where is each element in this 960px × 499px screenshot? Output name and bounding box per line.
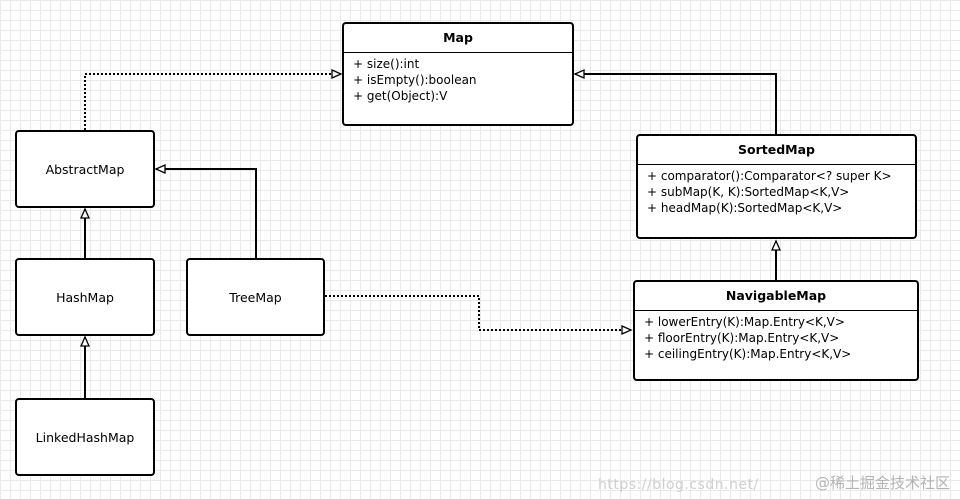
treemap-class-box: TreeMap [186, 258, 325, 336]
sortedmap-method: + headMap(K):SortedMap<K,V> [647, 201, 843, 215]
map-class-box: Map + size():int + isEmpty():boolean + g… [342, 22, 574, 126]
map-method: + size():int [353, 57, 420, 71]
sortedmap-class-title: SortedMap [638, 136, 915, 165]
abstractmap-class-title: AbstractMap [45, 161, 125, 177]
map-method: + get(Object):V [353, 89, 448, 103]
navigablemap-class-title: NavigableMap [635, 282, 917, 311]
hashmap-class-title: HashMap [56, 289, 114, 305]
abstractmap-class-box: AbstractMap [15, 130, 155, 208]
linkedhashmap-class-title: LinkedHashMap [35, 429, 135, 445]
map-class-title: Map [344, 24, 572, 53]
sortedmap-method-list: + comparator():Comparator<? super K> + s… [638, 165, 915, 216]
navigablemap-class-box: NavigableMap + lowerEntry(K):Map.Entry<K… [633, 280, 919, 381]
map-method: + isEmpty():boolean [353, 73, 477, 87]
map-method-list: + size():int + isEmpty():boolean + get(O… [344, 53, 572, 104]
sortedmap-class-box: SortedMap + comparator():Comparator<? su… [636, 134, 917, 239]
linkedhashmap-class-box: LinkedHashMap [15, 398, 155, 476]
treemap-implements-navigablemap-edge [325, 295, 633, 336]
navigablemap-method: + lowerEntry(K):Map.Entry<K,V> [644, 315, 845, 329]
sortedmap-method: + subMap(K, K):SortedMap<K,V> [647, 185, 850, 199]
hashmap-class-box: HashMap [15, 258, 155, 336]
sortedmap-method: + comparator():Comparator<? super K> [647, 169, 892, 183]
navigablemap-method: + floorEntry(K):Map.Entry<K,V> [644, 331, 840, 345]
treemap-extends-abstractmap-edge [154, 163, 257, 258]
watermark-text: @稀土掘金技术社区 [814, 474, 950, 492]
sortedmap-extends-map-edge [573, 68, 777, 134]
abstractmap-implements-map-edge [84, 68, 343, 130]
treemap-class-title: TreeMap [229, 289, 282, 305]
navigablemap-method-list: + lowerEntry(K):Map.Entry<K,V> + floorEn… [635, 311, 917, 362]
watermark-url: https://blog.csdn.net/ [598, 477, 759, 493]
navigablemap-method: + ceilingEntry(K):Map.Entry<K,V> [644, 347, 852, 361]
